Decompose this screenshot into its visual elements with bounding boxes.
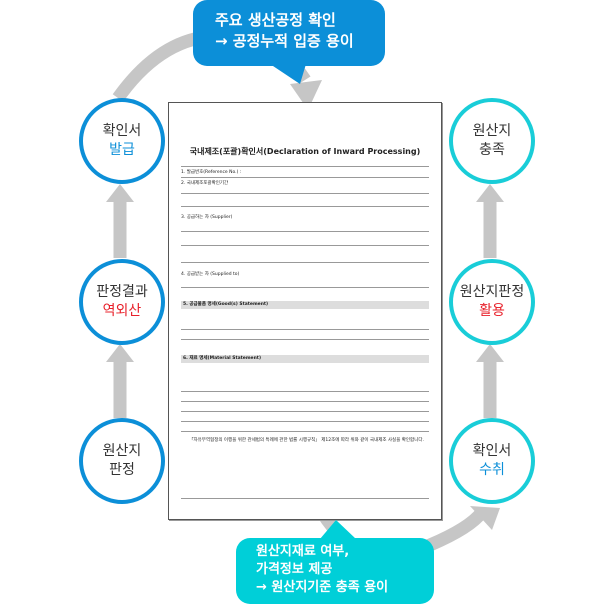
step-origin-use: 원산지판정 활용: [449, 259, 535, 345]
step-origin-judgment: 원산지 판정: [79, 418, 165, 504]
arrowhead-top: [290, 80, 322, 110]
doc-section-header: 6. 재료 명세(Material Statement): [181, 355, 429, 363]
step-highlight: 역외산: [102, 303, 142, 319]
arrowhead-right-upper: [476, 184, 504, 202]
callout-line: → 원산지기준 충족 용이: [256, 580, 389, 595]
step-certificate-issue: 확인서 발급: [79, 98, 165, 184]
callout-line: → 공정누적 입증 용이: [215, 32, 354, 50]
step-origin-satisfied: 원산지 충족: [449, 98, 535, 184]
declaration-document: 국내제조(포괄)확인서(Declaration of Inward Proces…: [168, 102, 442, 520]
arrowhead-left-upper: [106, 184, 134, 202]
doc-section: 2. 국내제조포괄확인기간: [181, 181, 229, 186]
step-judgment-result: 판정결과 역외산: [79, 259, 165, 345]
step-label: 충족: [479, 142, 505, 158]
doc-section: 4. 공급받는 자 (Supplied to): [181, 272, 240, 277]
callout-top-tail: [270, 64, 306, 84]
step-label: 판정: [109, 462, 135, 478]
doc-section-header: 5. 공급물품 명세(Good(s) Statement): [181, 301, 429, 309]
callout-process: 주요 생산공정 확인 → 공정누적 입증 용이: [193, 0, 385, 66]
step-highlight: 발급: [109, 142, 135, 158]
step-highlight: 활용: [479, 303, 505, 319]
step-label: 원산지: [102, 443, 142, 459]
callout-bottom-tail: [320, 520, 356, 539]
step-label: 원산지판정: [459, 284, 525, 300]
step-label: 판정결과: [96, 284, 148, 300]
step-label: 확인서: [472, 443, 512, 459]
arrowhead-right-lower: [476, 344, 504, 362]
step-highlight: 수취: [479, 462, 505, 478]
doc-section: 3. 공급하는 자 (Supplier): [181, 215, 233, 220]
doc-section: 1. 발급번호(Reference No.) :: [181, 170, 242, 175]
arrowhead-bottom: [470, 506, 500, 530]
callout-line: 원산지재료 여부,: [256, 544, 350, 559]
doc-declaration: 「자유무역협정의 이행을 위한 관세법의 특례에 관한 법률 시행규칙」 제12…: [189, 438, 424, 443]
callout-line: 주요 생산공정 확인: [215, 11, 336, 29]
arrowhead-left-lower: [106, 344, 134, 362]
callout-material: 원산지재료 여부, 가격정보 제공 → 원산지기준 충족 용이: [236, 538, 434, 604]
callout-line: 가격정보 제공: [256, 562, 333, 577]
step-label: 확인서: [102, 123, 142, 139]
step-label: 원산지: [472, 123, 512, 139]
step-certificate-receive: 확인서 수취: [449, 418, 535, 504]
document-title: 국내제조(포괄)확인서(Declaration of Inward Proces…: [189, 147, 421, 156]
